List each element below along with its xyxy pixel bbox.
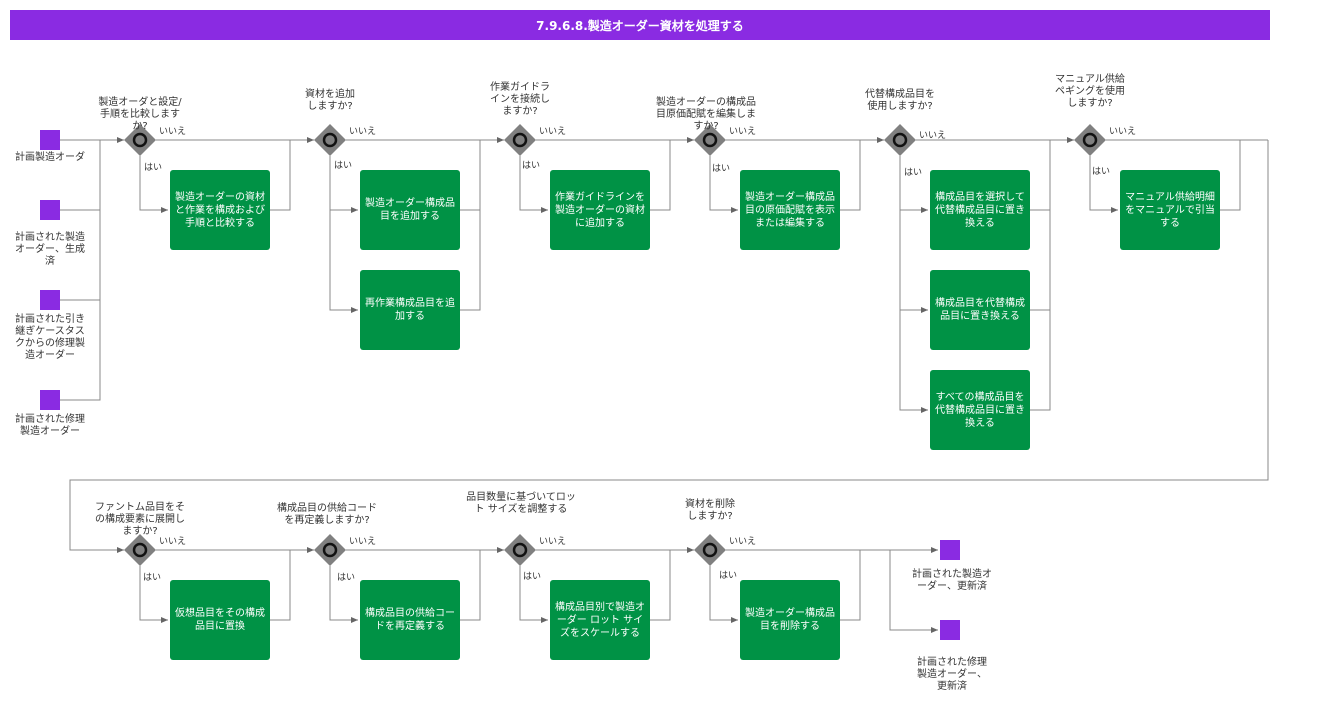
yes-label: はい [1092, 167, 1111, 177]
end-event-label: 計画された修理 製造オーダー、 更新済 [917, 657, 987, 692]
yes-label: はい [143, 573, 162, 583]
gateway-label: 構成品目の供給コードを再定義しますか? [277, 503, 377, 526]
page-title: 7.9.6.8.製造オーダー資材を処理する [10, 10, 1270, 40]
no-label: いいえ [729, 127, 757, 137]
task-11 [360, 580, 460, 660]
task-9 [1120, 170, 1220, 250]
no-label: いいえ [349, 127, 377, 137]
task-label: 再作業構成品目を追加する [365, 298, 455, 322]
task-10 [170, 580, 270, 660]
task-label: 構成品目を選択して代替構成品目に置き換える [935, 191, 1025, 229]
start-event-label: 計画された修理製造オーダー [15, 414, 85, 437]
no-label: いいえ [919, 131, 947, 141]
start-event-4 [40, 390, 60, 410]
end-event-2 [940, 620, 960, 640]
task-6 [930, 170, 1030, 250]
gateway-4 [694, 124, 726, 156]
gateway-10 [694, 534, 726, 566]
no-label: いいえ [159, 537, 187, 547]
task-label: マニュアル供給明細をマニュアルで引当する [1125, 191, 1215, 229]
task-13 [740, 580, 840, 660]
task-2 [360, 170, 460, 250]
gateway-label: 製造オーダと設定/手順を比較しますか? [98, 97, 182, 132]
yes-label: はい [144, 163, 163, 173]
task-1 [170, 170, 270, 250]
yes-label: はい [712, 164, 731, 174]
gateway-6 [1074, 124, 1106, 156]
task-7 [930, 270, 1030, 350]
gateway-label: 代替構成品目を使用しますか? [865, 89, 935, 112]
task-label: 構成品目を代替構成品目に置き換える [935, 298, 1025, 322]
task-label: 製造オーダー構成品目を削除する [745, 608, 835, 632]
gateway-5 [884, 124, 916, 156]
yes-label: はい [904, 168, 923, 178]
task-3 [360, 270, 460, 350]
gateway-label: 資材を追加しますか? [305, 89, 355, 112]
task-8 [930, 370, 1030, 450]
gateway-label: 作業ガイドラインを接続しますか? [490, 82, 550, 117]
gateway-label: ファントム品目をその構成要素に展開しますか? [95, 502, 185, 537]
gateway-label: マニュアル供給ペギングを使用しますか? [1055, 74, 1125, 109]
no-label: いいえ [539, 537, 567, 547]
task-label: 仮想品目をその構成品目に置換 [175, 608, 265, 632]
task-label: 製造オーダーの資材と作業を構成および手順と比較する [175, 191, 265, 229]
gateway-label: 製造オーダーの構成品目原価配賦を編集しますか? [656, 97, 756, 132]
task-label: 製造オーダー構成品目の原価配賦を表示または編集する [745, 191, 835, 229]
gateway-label: 品目数量に基づいてロット サイズを調整する [466, 492, 576, 515]
end-event-label: 計画された製造オーダー、更新済 [912, 569, 992, 592]
yes-label: はい [522, 161, 541, 171]
start-event-label: 計画製造オーダ [15, 152, 85, 163]
yes-label: はい [334, 161, 353, 171]
gateway-7 [124, 534, 156, 566]
task-label: 構成品目の供給コードを再定義する [365, 608, 455, 632]
task-12 [550, 580, 650, 660]
start-event-1 [40, 130, 60, 150]
no-label: いいえ [539, 127, 567, 137]
gateway-8 [314, 534, 346, 566]
end-event-1 [940, 540, 960, 560]
gateway-label: 資材を削除しますか? [685, 499, 735, 522]
task-label: 作業ガイドラインを製造オーダーの資材に追加する [555, 191, 645, 229]
yes-label: はい [337, 573, 356, 583]
no-label: いいえ [729, 537, 757, 547]
task-label: すべての構成品目を代替構成品目に置き換える [935, 391, 1025, 429]
start-event-3 [40, 290, 60, 310]
task-label: 製造オーダー構成品目を追加する [365, 198, 455, 222]
no-label: いいえ [1109, 127, 1137, 137]
gateway-3 [504, 124, 536, 156]
gateway-2 [314, 124, 346, 156]
yes-label: はい [719, 571, 738, 581]
start-event-label: 計画された製造オーダー、生成済 [15, 232, 85, 267]
gateway-9 [504, 534, 536, 566]
no-label: いいえ [349, 537, 377, 547]
yes-label: はい [523, 572, 542, 582]
no-label: いいえ [159, 127, 187, 137]
gateway-1 [124, 124, 156, 156]
start-event-label: 計画された引き 継ぎケースタス クからの修理製 造オーダー [15, 314, 85, 361]
start-event-2 [40, 200, 60, 220]
task-4 [550, 170, 650, 250]
task-5 [740, 170, 840, 250]
task-label: 構成品目別で製造オーダー ロット サイズをスケールする [555, 601, 645, 639]
